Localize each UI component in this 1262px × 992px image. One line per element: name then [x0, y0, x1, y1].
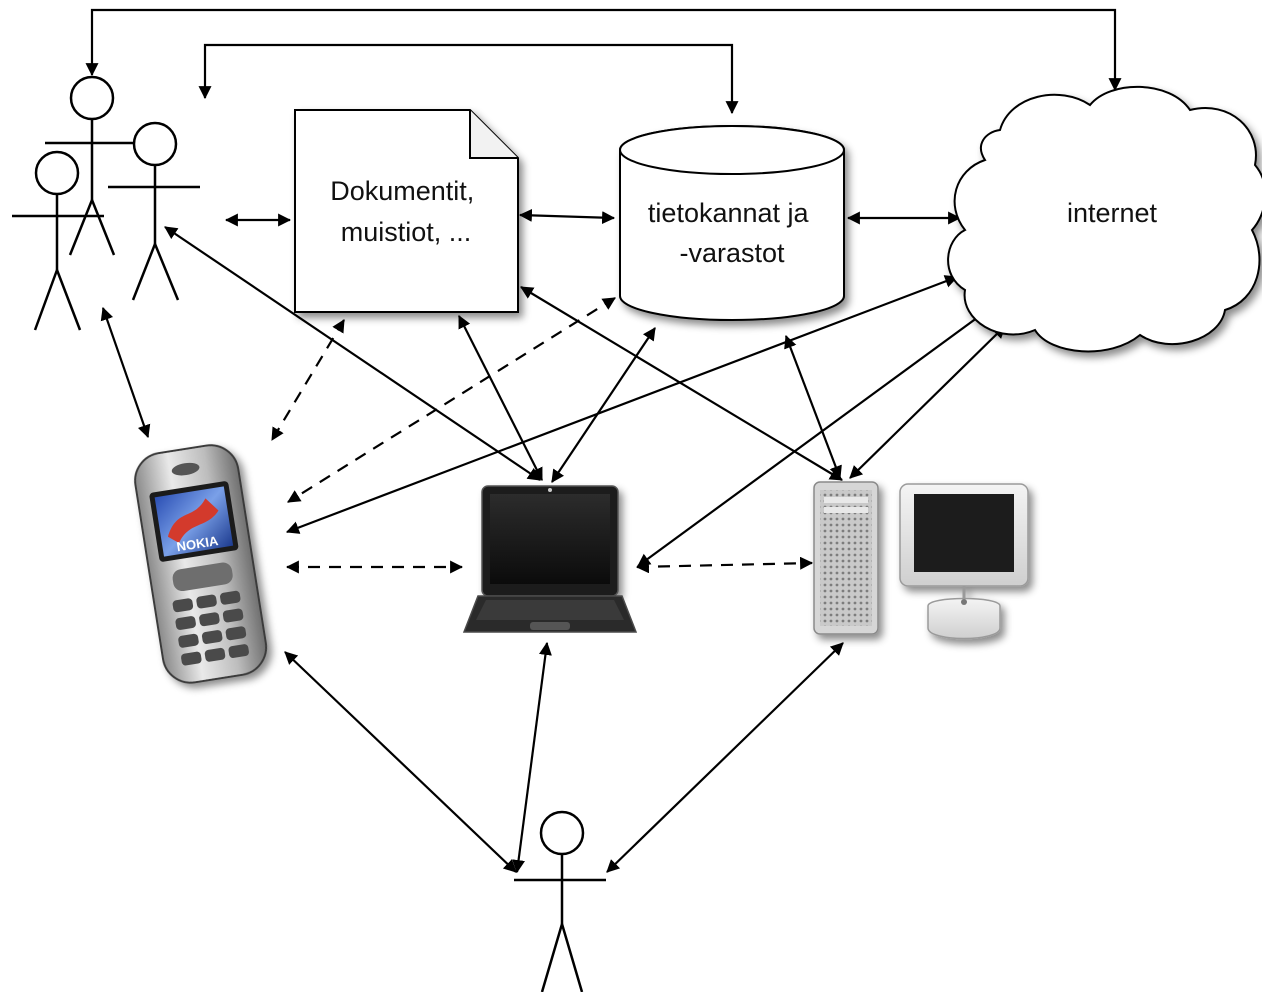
edge-laptop-to-desktop	[635, 556, 814, 574]
edge-user-group-to-internet	[85, 8, 1122, 92]
edge-desktop-to-single-user	[606, 642, 844, 873]
phone-keypad	[172, 590, 249, 666]
edge-user-group-to-databases	[198, 43, 739, 115]
user-group[interactable]	[12, 75, 200, 331]
edge-phone-to-single-user	[284, 651, 517, 873]
edge-user-group-to-phone	[100, 306, 151, 439]
laptop-device[interactable]	[462, 485, 638, 633]
user-figure-left	[12, 150, 104, 331]
desktop-device[interactable]	[813, 481, 1029, 640]
phone-wallpaper-icon	[167, 498, 219, 544]
database-label-line-2: -varastot	[679, 238, 785, 268]
internet-label: internet	[1067, 198, 1158, 228]
internet-label-line-1: internet	[1067, 198, 1158, 228]
edge-documents-to-databases	[518, 208, 616, 225]
edge-documents-to-laptop	[458, 315, 543, 481]
apple-logo-icon	[961, 599, 967, 605]
edge-databases-to-desktop	[784, 334, 842, 480]
database-label-line-1: tietokannat ja	[648, 198, 810, 228]
mobile-phone-device[interactable]: NOKIA	[131, 441, 270, 686]
tower-computer	[813, 481, 879, 635]
edge-documents-to-phone	[271, 319, 345, 441]
edge-laptop-to-single-user	[512, 641, 552, 874]
edge-internet-to-desktop	[849, 325, 1006, 479]
documents-label-line-1: Dokumentit,	[330, 176, 474, 206]
user-figure-right	[108, 121, 200, 301]
phone-navigation-key	[172, 562, 233, 592]
imac-monitor	[899, 483, 1029, 640]
earpiece-icon	[171, 462, 200, 476]
laptop-keyboard	[476, 600, 624, 620]
edge-databases-to-phone	[287, 297, 616, 503]
laptop-screen	[490, 494, 610, 584]
database-node[interactable]: tietokannat ja -varastot	[619, 125, 845, 321]
phone-brand-text: NOKIA	[176, 533, 220, 554]
documents-node[interactable]: Dokumentit, muistiot, ...	[294, 109, 519, 313]
laptop-camera-icon	[548, 488, 552, 492]
database-label: tietokannat ja -varastot	[648, 198, 816, 268]
internet-node[interactable]: internet	[947, 85, 1262, 353]
documents-label: Dokumentit, muistiot, ...	[330, 176, 482, 247]
documents-label-line-2: muistiot, ...	[341, 217, 472, 247]
edges-layer	[85, 8, 1122, 874]
laptop-trackpad	[530, 622, 570, 630]
edge-databases-to-laptop	[551, 327, 656, 483]
user-figure-back	[45, 75, 138, 256]
single-user[interactable]	[514, 810, 606, 992]
